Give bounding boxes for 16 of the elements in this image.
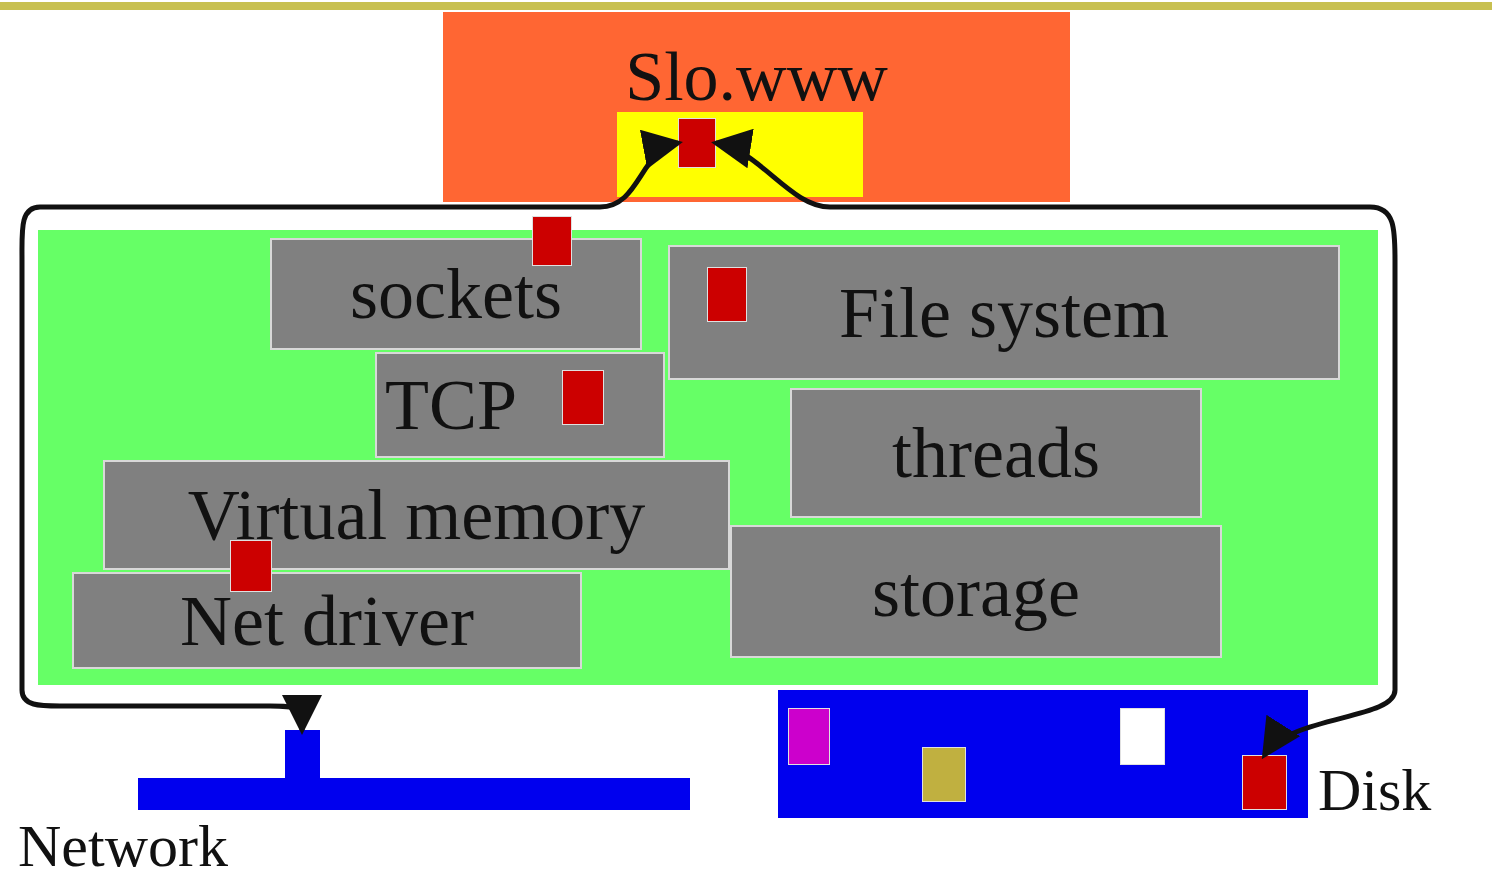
disk-block [1120,708,1165,765]
device-label: Network [18,816,228,876]
disk-block [922,747,966,802]
layer-box [668,245,1340,380]
disk-block [1242,755,1287,810]
buffer-box [617,112,863,197]
disk-block [788,708,830,765]
layer-box [790,388,1202,518]
device-label: Disk [1318,760,1432,820]
layer-label: threads [892,417,1100,489]
layer-box [730,525,1222,658]
app-title: Slo.www [625,42,888,112]
data-block [678,118,716,168]
arrow [711,132,1398,759]
data-block [707,267,747,322]
application-box [443,12,1070,202]
